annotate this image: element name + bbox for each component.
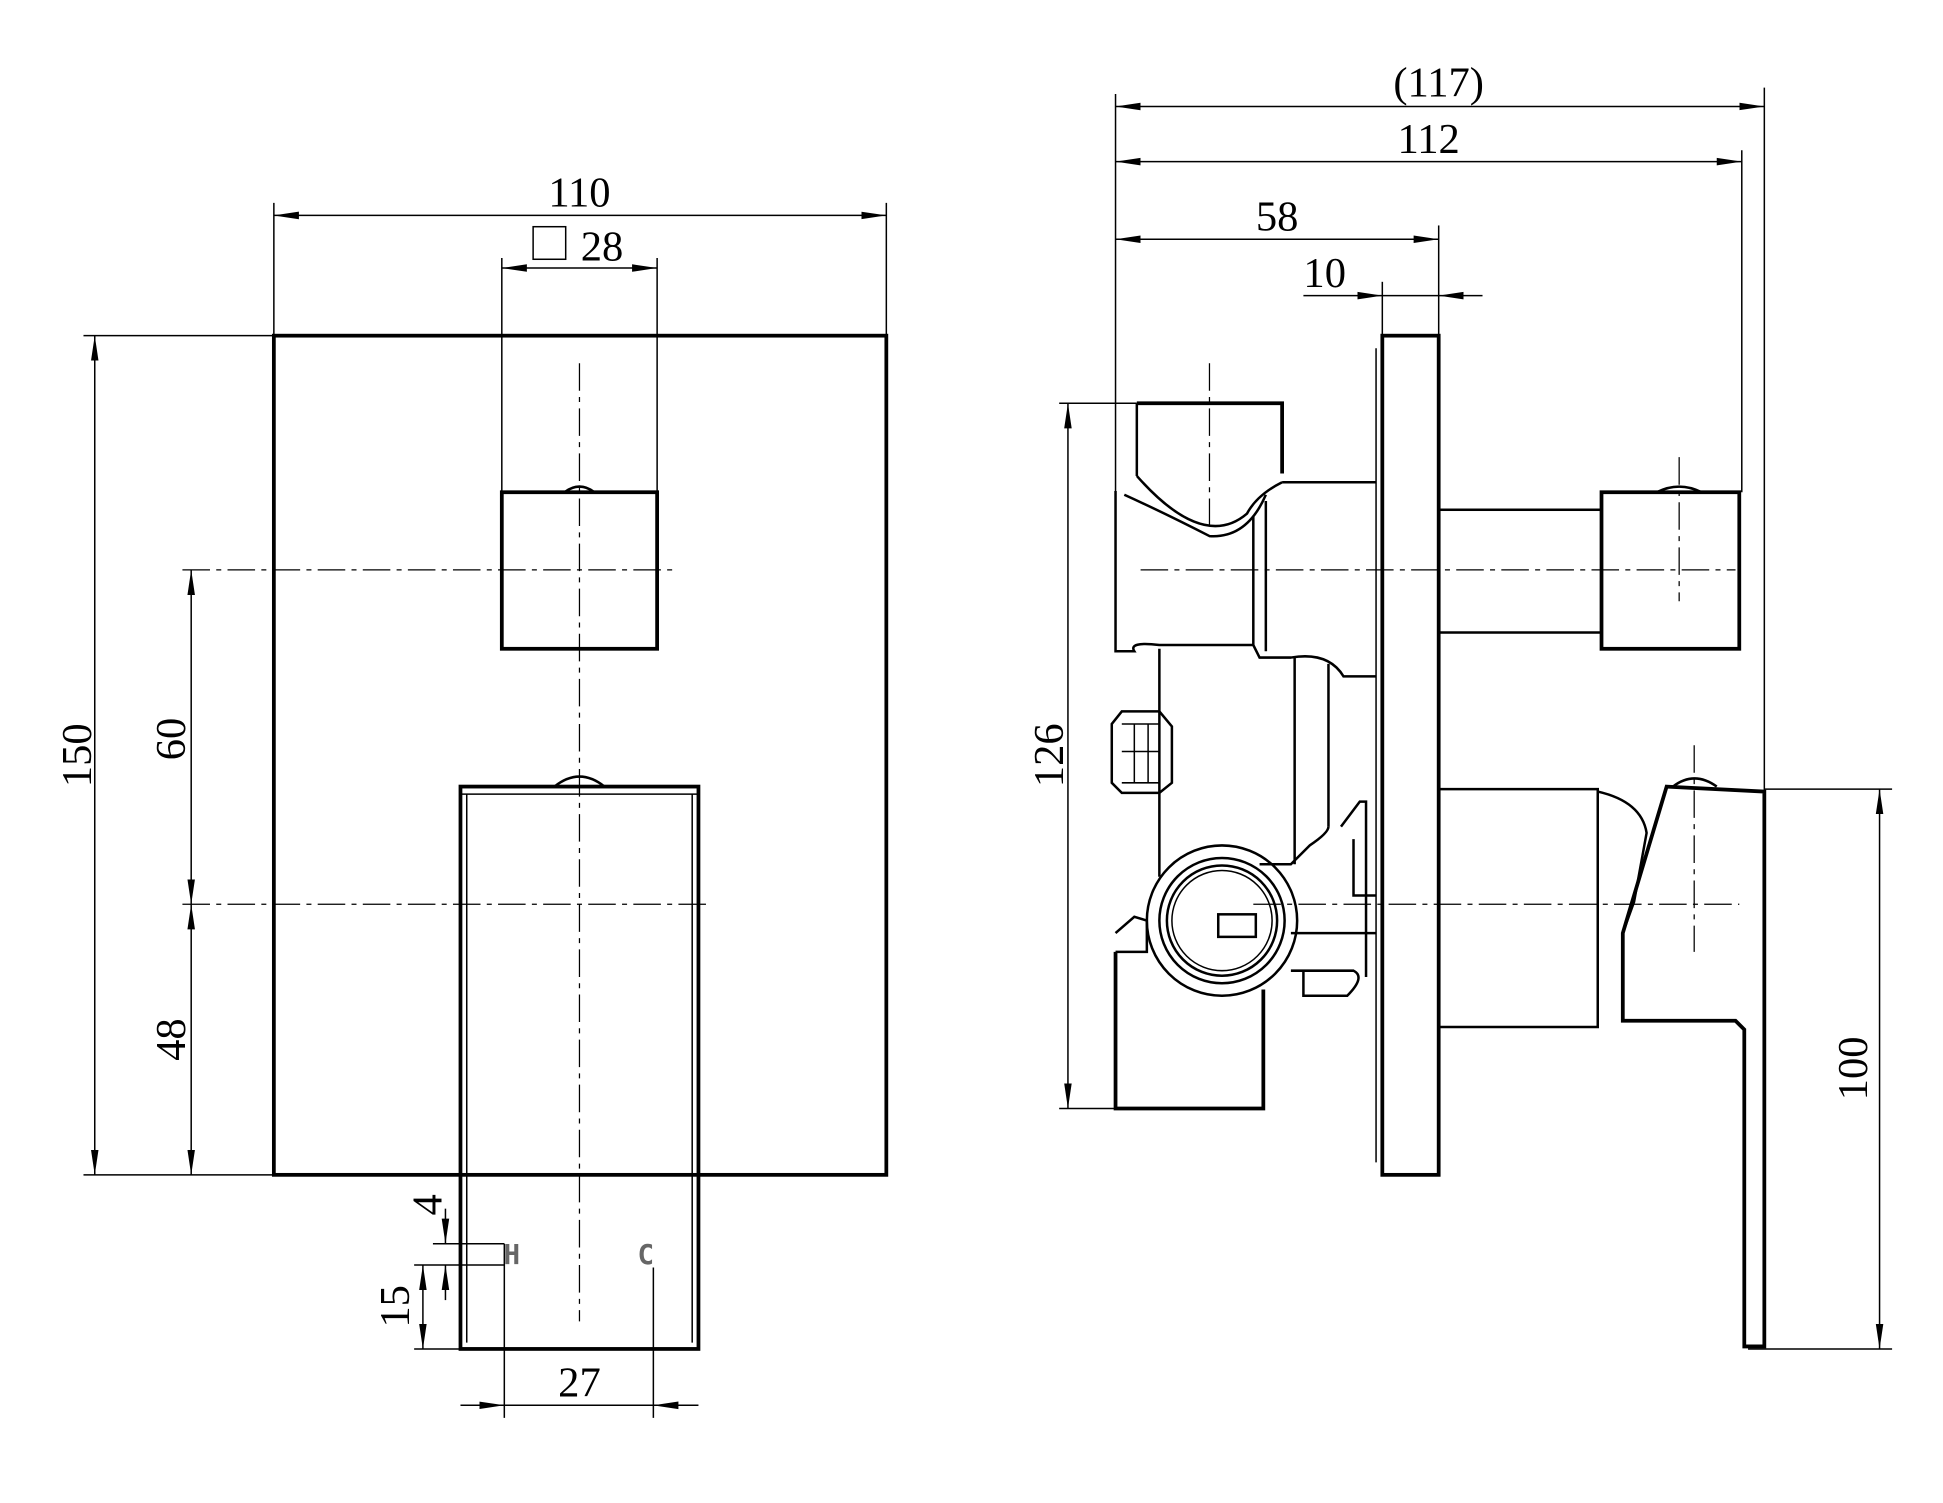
- dim-handle-square-label: 28: [581, 224, 624, 271]
- dim-plate-thickness: 10: [1303, 250, 1483, 336]
- hot-label: H: [504, 1239, 521, 1271]
- dim-body-height-label: 126: [1026, 723, 1073, 787]
- dim-overall-depth: (117): [1114, 59, 1766, 792]
- cold-label: C: [638, 1239, 655, 1271]
- dim-hc-to-end-label: 15: [372, 1285, 419, 1328]
- dim-depth-to-knob: 112: [1115, 116, 1743, 493]
- dim-lever-to-bottom-label: 48: [148, 1018, 195, 1061]
- dim-hc-spacing-label: 27: [558, 1360, 601, 1407]
- diverter-stem: [1437, 508, 1603, 634]
- dim-height-label: 150: [54, 723, 101, 787]
- dim-knob-to-lever-label: 60: [148, 718, 195, 761]
- side-view: (117) 112 58 10 126: [1026, 59, 1893, 1350]
- dim-knob-to-lever: 60: [148, 569, 195, 905]
- dim-width-label: 110: [548, 170, 610, 217]
- knob-cap: [563, 485, 596, 494]
- dim-depth-to-knob-label: 112: [1398, 116, 1460, 163]
- dim-body-depth-label: 58: [1256, 193, 1299, 240]
- front-view: 110 28 150 60 48: [54, 170, 889, 1418]
- side-cover-plate: [1380, 333, 1441, 1177]
- dim-body-depth: 58: [1115, 193, 1440, 336]
- dim-overall-depth-label: (117): [1393, 59, 1484, 106]
- valve-body: [1110, 401, 1377, 1111]
- dim-plate-thickness-label: 10: [1303, 250, 1346, 297]
- outlet-port: [1145, 844, 1299, 997]
- dim-lever-length: 100: [1748, 788, 1893, 1350]
- service-nut: [1110, 710, 1174, 795]
- dim-lever-length-label: 100: [1830, 1036, 1877, 1100]
- dim-hc-offset: 4 15: [372, 1194, 505, 1350]
- dim-hc-offset-label: 4: [405, 1194, 452, 1215]
- dim-body-height: 126: [1026, 402, 1137, 1110]
- lever-side: [1620, 784, 1767, 1349]
- dim-handle-square: 28: [501, 224, 658, 493]
- dim-hc-spacing: 27: [460, 1243, 699, 1418]
- dim-width: 110: [273, 170, 888, 336]
- cartridge-housing: [1438, 787, 1600, 1029]
- square-symbol-icon: [532, 225, 567, 261]
- dim-height: 150: [54, 334, 274, 1176]
- dim-lever-to-bottom: 48: [148, 904, 195, 1175]
